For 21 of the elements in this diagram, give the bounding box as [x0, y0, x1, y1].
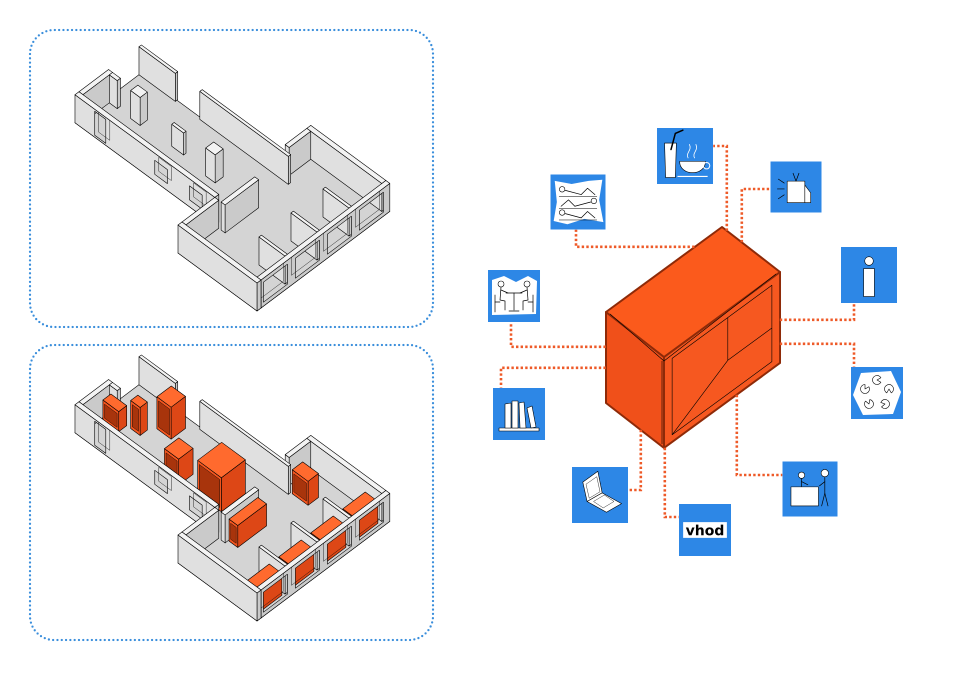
- dotted-connector: [736, 394, 782, 476]
- info-icon: [841, 247, 897, 303]
- dotted-connector: [713, 144, 728, 231]
- dotted-connector: [574, 230, 694, 248]
- cube-drawing: [605, 226, 781, 449]
- meeting-table-icon: [488, 270, 540, 322]
- pie-ring-icon: [851, 367, 903, 419]
- dotted-connector: [664, 448, 679, 518]
- word-tile: vhod: [679, 504, 731, 556]
- dotted-connector: [500, 366, 606, 388]
- drinks-icon: [657, 128, 713, 184]
- dotted-connector: [510, 322, 606, 348]
- laptop-icon: [572, 467, 628, 523]
- lying-people-icon: [550, 174, 606, 230]
- books-icon: [493, 388, 545, 440]
- reception-desk-icon: [782, 462, 838, 516]
- dotted-connector: [780, 303, 856, 322]
- dotted-connector: [740, 188, 770, 242]
- tv-icon: [770, 162, 822, 212]
- dotted-connector: [628, 430, 642, 492]
- dotted-connector: [780, 342, 856, 367]
